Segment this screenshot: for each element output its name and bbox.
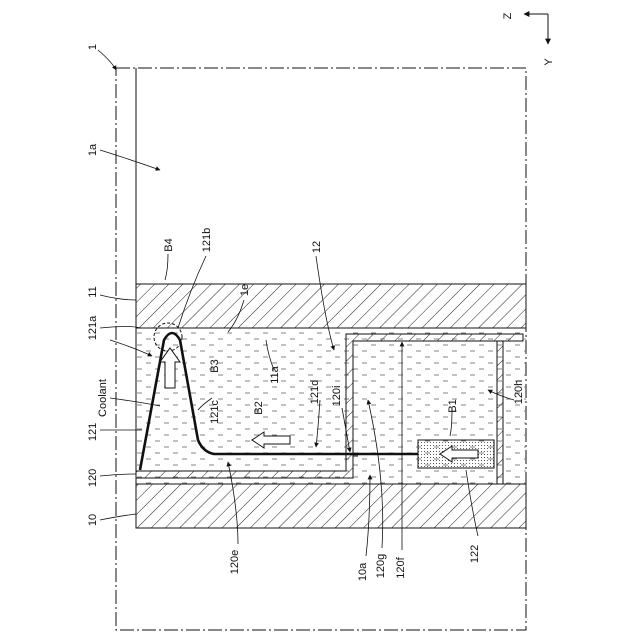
label-b3: B3 [209,359,221,372]
label-b2: B2 [253,401,265,414]
label-120h: 120h [513,380,525,404]
label-120f: 120f [395,556,407,578]
z-axis-label: Z [502,12,514,19]
label-121: 121 [87,423,99,441]
label-120e: 120e [229,550,241,574]
wall-10 [136,484,526,528]
label-12: 12 [311,241,323,253]
label-coolant: Coolant [97,379,109,417]
label-11a: 11a [269,365,281,383]
y-axis-label: Y [543,58,555,66]
label-1: 1 [87,44,99,50]
label-121a: 121a [87,315,99,340]
label-1e: 1e [239,284,251,296]
label-120: 120 [87,469,99,487]
label-10: 10 [87,514,99,526]
label-10a: 10a [357,562,369,581]
label-122: 122 [469,545,481,563]
label-121d: 121d [309,380,321,404]
member-120h [497,341,503,484]
label-120g: 120g [375,554,387,578]
label-121b: 121b [201,228,213,252]
label-120i: 120i [331,386,343,407]
label-121c: 121c [209,400,221,424]
label-b1: B1 [447,399,459,412]
label-b4: B4 [163,238,175,251]
label-11: 11 [87,286,99,297]
label-1a: 1a [87,143,99,156]
wall-11 [136,284,526,328]
axis-indicator: Z Y [502,12,555,65]
